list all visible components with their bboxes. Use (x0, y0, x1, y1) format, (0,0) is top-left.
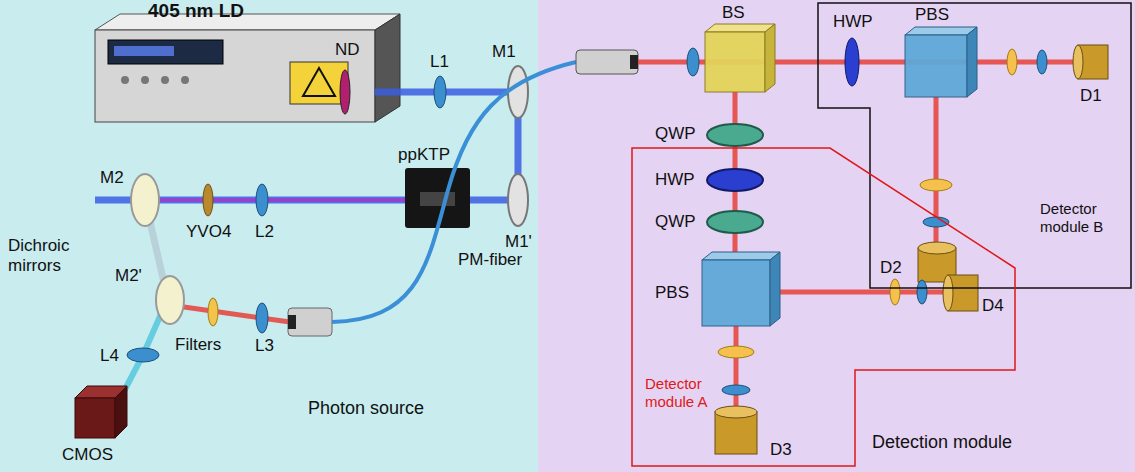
component-label: M2' (115, 266, 142, 286)
component-label: YVO4 (186, 222, 231, 242)
component-label: Filters (175, 335, 221, 355)
component-label: ND (335, 40, 360, 60)
component-label: D2 (880, 258, 902, 278)
component-label: Dichroic mirrors (8, 236, 100, 275)
module-label: Detection module (872, 432, 1012, 454)
component-label: QWP (655, 124, 696, 144)
component-label: QWP (655, 212, 696, 232)
outline-shape (818, 3, 1131, 288)
component-label: ppKTP (398, 145, 450, 165)
component-label: PBS (915, 5, 949, 25)
component-label: L2 (255, 222, 274, 242)
component-label: M1' (505, 232, 532, 252)
module-outline: Detector module A (632, 148, 1015, 466)
module-label: Detector module A (645, 375, 730, 411)
component-label: D1 (1080, 86, 1102, 106)
component-label: 405 nm LD (148, 0, 244, 22)
component-label: M2 (100, 168, 124, 188)
component-label: PBS (655, 283, 689, 303)
component-label: D4 (982, 296, 1004, 316)
module-outline: Detector module B (818, 3, 1131, 288)
component-label: L4 (100, 346, 119, 366)
module-label: Detector module B (1040, 200, 1122, 236)
component-label: HWP (655, 170, 695, 190)
module-label: Photon source (308, 398, 424, 420)
component-label: PM-fiber (458, 250, 522, 270)
component-label: BS (722, 3, 745, 23)
component-label: L1 (430, 52, 449, 72)
component-label: M1 (492, 42, 516, 62)
outline-shape (632, 148, 1015, 466)
component-label: HWP (833, 12, 873, 32)
region-panel: Detection module Detector module B Detecto… (535, 0, 1135, 472)
component-label: L3 (255, 336, 274, 356)
component-label: D3 (770, 440, 792, 460)
component-label: CMOS (62, 445, 113, 465)
